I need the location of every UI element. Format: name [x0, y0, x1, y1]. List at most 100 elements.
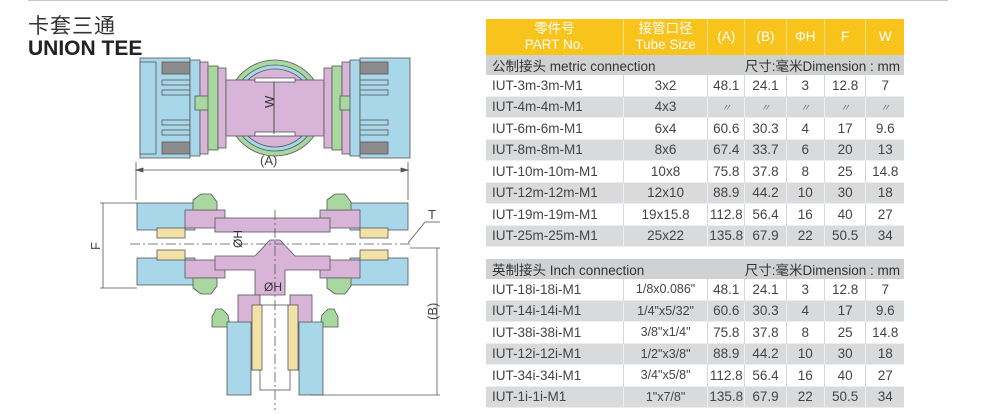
cell-tube: 1"x7/8": [623, 386, 709, 408]
cell-w: 7: [881, 281, 889, 297]
cell-b: 37.8: [744, 160, 787, 182]
cell-w: 13: [865, 139, 904, 161]
title-chinese: 卡套三通: [28, 14, 116, 38]
cell-w: 14.8: [872, 163, 899, 179]
cell-tube: 3x2: [623, 75, 709, 96]
cell-h: 22: [786, 225, 825, 247]
cell-tube: 3/4"x5/8": [623, 364, 709, 386]
dimension-note: 尺寸:毫米Dimension : mm: [744, 55, 904, 75]
header-b: (B): [744, 19, 787, 55]
cell-part: IUT-25m-25m-M1: [486, 225, 624, 247]
cell-a: 60.6: [707, 117, 746, 139]
section-view: [130, 193, 410, 410]
cell-part: IUT-12m-12m-M1: [486, 182, 624, 204]
cell-f: 40: [824, 203, 867, 225]
cell-b: 67.9: [744, 225, 787, 247]
cell-tube: 8x6: [623, 139, 709, 161]
top-divider: [28, 0, 948, 1]
cell-part: IUT-18i-18i-M1: [486, 279, 624, 300]
section-title: 英制接头 Inch connection: [486, 259, 745, 279]
dimension-note: 尺寸:毫米Dimension : mm: [744, 259, 904, 279]
cell-f: 25: [824, 160, 867, 182]
cell-w: 9.6: [865, 300, 904, 322]
cell-f: 12.8: [824, 75, 867, 96]
oh-label-horizontal: ØH: [231, 230, 245, 248]
cell-tube: 3/8"x1/4": [623, 321, 709, 343]
cell-b: 24.1: [744, 75, 787, 96]
cell-f: 50.5: [824, 225, 867, 247]
cell-a: 112.8: [707, 364, 746, 386]
cell-b: 〃: [744, 96, 787, 118]
t-label: T: [428, 207, 436, 222]
cell-part: IUT-3m-3m-M1: [486, 75, 624, 96]
cell-part: IUT-12i-12i-M1: [486, 343, 624, 365]
cell-b: 44.2: [744, 182, 787, 204]
cell-h: 16: [786, 203, 825, 225]
title-english: UNION TEE: [28, 37, 143, 60]
cell-part: IUT-10m-10m-M1: [486, 160, 624, 182]
t-leader: [407, 221, 440, 244]
cell-b: 67.9: [744, 386, 787, 408]
cell-f: 30: [824, 343, 867, 365]
cell-w: 18: [865, 182, 904, 204]
cell-h: 〃: [786, 96, 825, 118]
cell-b: 56.4: [744, 364, 787, 386]
cell-part: IUT-4m-4m-M1: [486, 96, 624, 118]
cell-h: 3: [786, 279, 825, 300]
cell-b: 33.7: [744, 139, 787, 161]
cell-w: 7: [881, 77, 889, 93]
cell-w: 34: [865, 386, 904, 408]
cell-h: 10: [786, 343, 825, 365]
union-tee-diagram: W (A): [88, 57, 440, 410]
cell-f: 〃: [824, 96, 867, 118]
cell-tube: 12x10: [623, 182, 709, 204]
cell-part: IUT-34i-34i-M1: [486, 364, 624, 386]
cell-f: 20: [824, 139, 867, 161]
cell-part: IUT-14i-14i-M1: [486, 300, 624, 322]
cell-h: 16: [786, 364, 825, 386]
cell-tube: 1/2"x3/8": [623, 343, 709, 365]
f-dimension: [100, 202, 137, 289]
cell-tube: 25x22: [623, 225, 709, 247]
cell-part: IUT-19m-19m-M1: [486, 203, 624, 225]
center-body-top: [225, 59, 325, 157]
cell-part: IUT-1i-1i-M1: [486, 386, 624, 408]
cell-b: 30.3: [744, 117, 787, 139]
b-label: (B): [425, 303, 440, 320]
cell-f: 50.5: [824, 386, 867, 408]
cell-h: 10: [786, 182, 825, 204]
cell-tube: 1/8x0.086": [623, 279, 709, 300]
cell-a: 88.9: [707, 182, 746, 204]
top-view: [139, 57, 411, 159]
cell-h: 3: [786, 75, 825, 96]
cell-a: 135.8: [707, 386, 746, 408]
cell-a: 〃: [707, 96, 746, 118]
cell-w: 18: [865, 343, 904, 365]
cell-w: 〃: [865, 96, 904, 118]
f-label: F: [88, 242, 103, 250]
cell-b: 44.2: [744, 343, 787, 365]
cell-f: 40: [824, 364, 867, 386]
header-h: ΦH: [786, 19, 825, 55]
cell-part: IUT-8m-8m-M1: [486, 139, 624, 161]
a-dimension: [134, 162, 410, 200]
header-a: (A): [707, 19, 746, 55]
cell-tube: 6x4: [623, 117, 709, 139]
cell-h: 6: [786, 139, 825, 161]
cell-b: 56.4: [744, 203, 787, 225]
cell-a: 135.8: [707, 225, 746, 247]
cell-w: 34: [865, 225, 904, 247]
cell-b: 37.8: [744, 321, 787, 343]
